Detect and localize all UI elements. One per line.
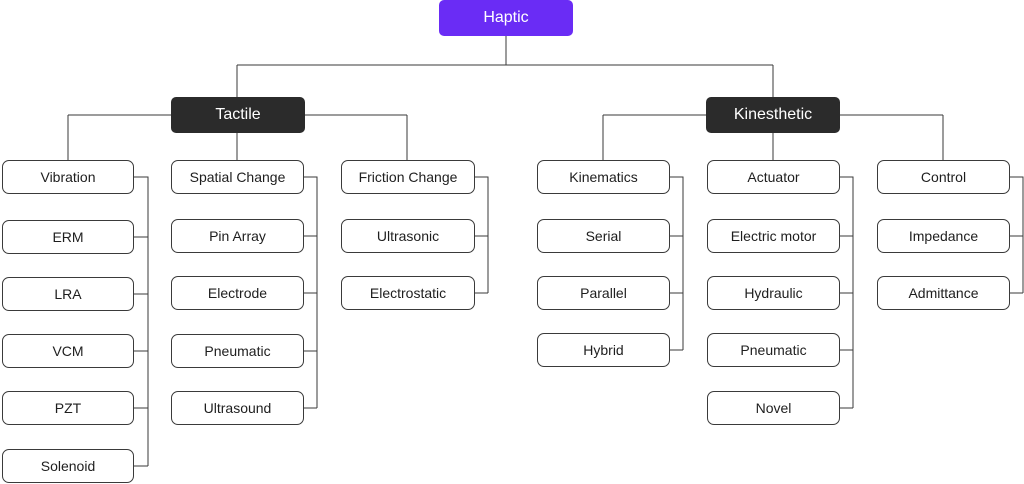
leaf-node-erm: ERM bbox=[2, 220, 134, 254]
leaf-node-electric-motor: Electric motor bbox=[707, 219, 840, 253]
category-node-kinesthetic: Kinesthetic bbox=[706, 97, 840, 133]
group-node-control: Control bbox=[877, 160, 1010, 194]
leaf-node-vcm: VCM bbox=[2, 334, 134, 368]
leaf-node-admittance: Admittance bbox=[877, 276, 1010, 310]
leaf-node-ultrasound: Ultrasound bbox=[171, 391, 304, 425]
group-node-actuator: Actuator bbox=[707, 160, 840, 194]
group-node-spatial-change: Spatial Change bbox=[171, 160, 304, 194]
leaf-node-electrode: Electrode bbox=[171, 276, 304, 310]
leaf-node-pneumatic-tactile: Pneumatic bbox=[171, 334, 304, 368]
leaf-node-parallel: Parallel bbox=[537, 276, 670, 310]
leaf-node-pzt: PZT bbox=[2, 391, 134, 425]
leaf-node-hybrid: Hybrid bbox=[537, 333, 670, 367]
leaf-node-lra: LRA bbox=[2, 277, 134, 311]
leaf-node-ultrasonic: Ultrasonic bbox=[341, 219, 475, 253]
category-node-tactile: Tactile bbox=[171, 97, 305, 133]
leaf-node-solenoid: Solenoid bbox=[2, 449, 134, 483]
leaf-node-serial: Serial bbox=[537, 219, 670, 253]
leaf-node-pin-array: Pin Array bbox=[171, 219, 304, 253]
leaf-node-novel: Novel bbox=[707, 391, 840, 425]
leaf-node-hydraulic: Hydraulic bbox=[707, 276, 840, 310]
leaf-node-pneumatic-kinesthetic: Pneumatic bbox=[707, 333, 840, 367]
group-node-vibration: Vibration bbox=[2, 160, 134, 194]
root-node-haptic: Haptic bbox=[439, 0, 573, 36]
leaf-node-electrostatic: Electrostatic bbox=[341, 276, 475, 310]
group-node-friction-change: Friction Change bbox=[341, 160, 475, 194]
group-node-kinematics: Kinematics bbox=[537, 160, 670, 194]
leaf-node-impedance: Impedance bbox=[877, 219, 1010, 253]
